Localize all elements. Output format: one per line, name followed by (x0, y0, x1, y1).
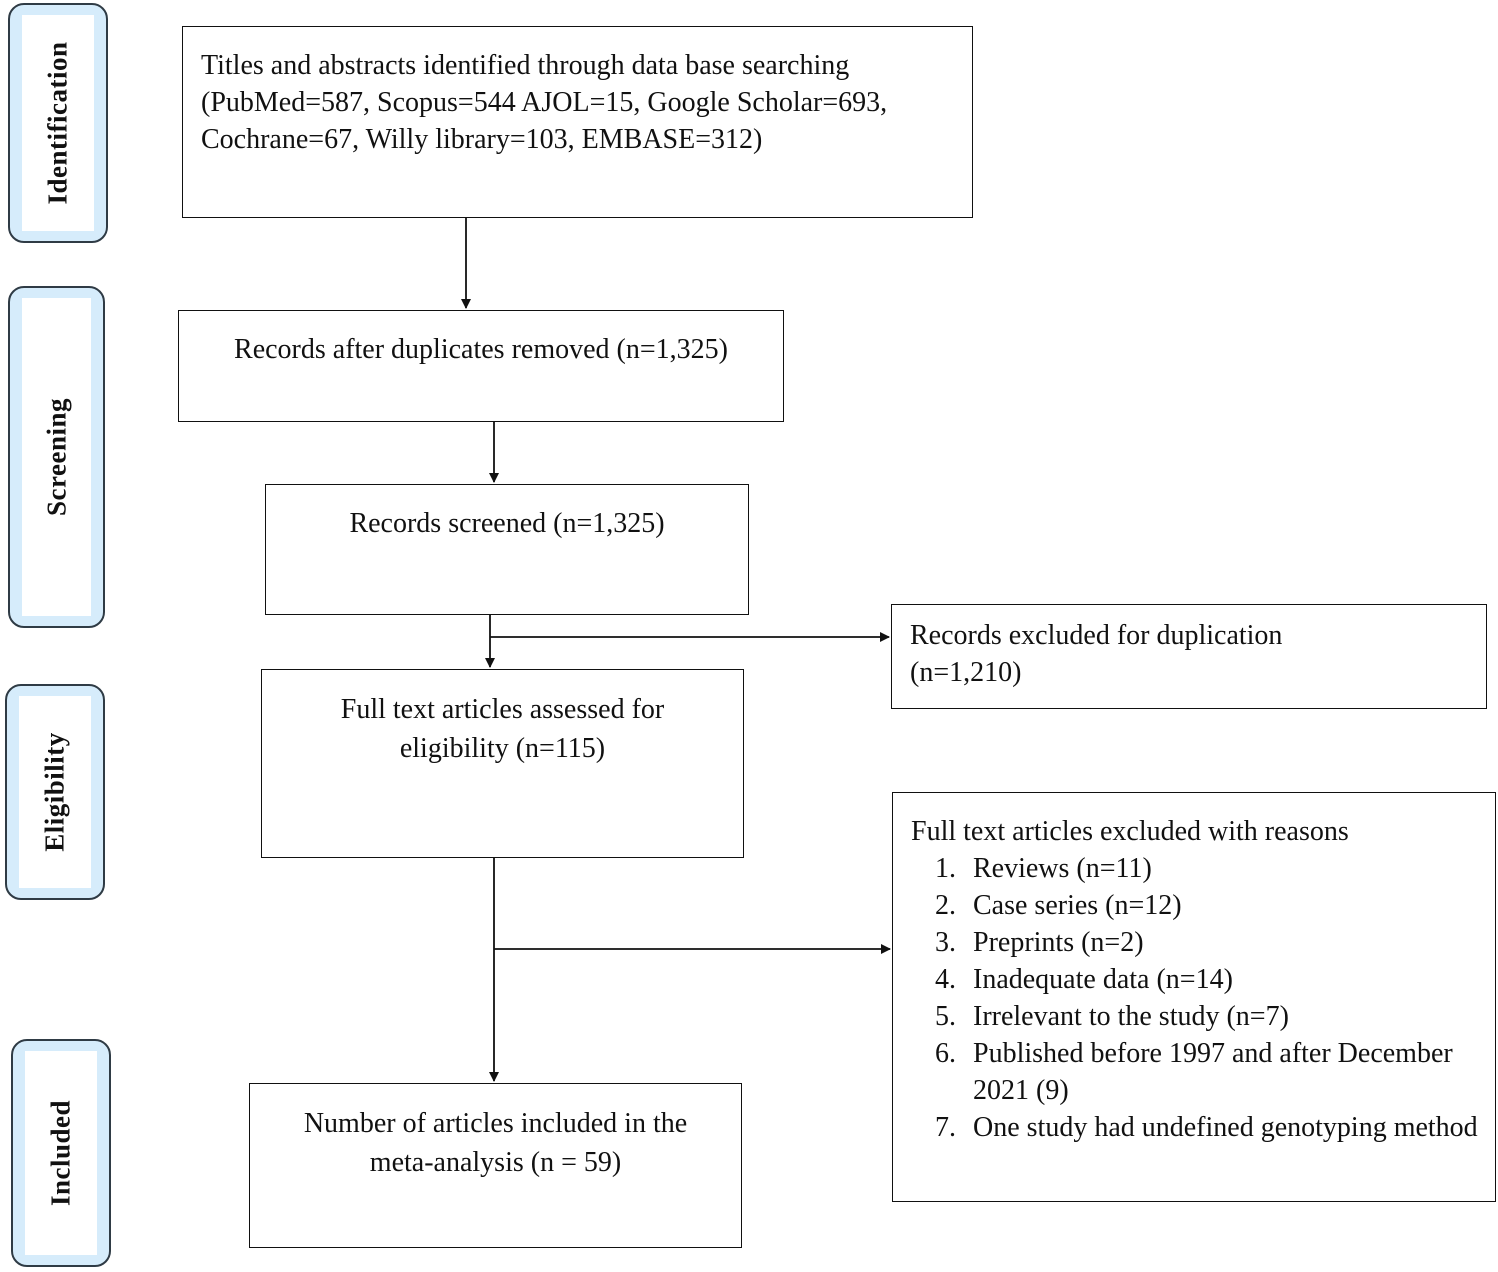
included-text: Number of articles included in the meta-… (303, 1108, 688, 1178)
screened-box: Records screened (n=1,325) (265, 484, 749, 615)
included-box: Number of articles included in the meta-… (249, 1083, 742, 1248)
identified-box: Titles and abstracts identified through … (182, 26, 973, 218)
full-text-assessed-box: Full text articles assessed for eligibil… (261, 669, 744, 858)
duplicates-removed-box: Records after duplicates removed (n=1,32… (178, 310, 784, 422)
stage-identification-label: Identification (42, 41, 73, 205)
excluded-reason-item: Reviews (n=11) (963, 850, 1483, 887)
stage-included-label: Included (45, 1099, 76, 1207)
excluded-reason-item: Preprints (n=2) (963, 924, 1483, 961)
stage-screening: Screening (8, 286, 105, 628)
excluded-reason-item: Published before 1997 and after December… (963, 1035, 1483, 1109)
excluded-duplication-box: Records excluded for duplication (n=1,21… (891, 604, 1487, 709)
full-text-assessed-text: Full text articles assessed for eligibil… (340, 694, 665, 764)
excluded-reasons-list: Reviews (n=11) Case series (n=12) Prepri… (867, 850, 1483, 1146)
identified-text: Titles and abstracts identified through … (201, 50, 888, 155)
excluded-reason-item: Case series (n=12) (963, 887, 1483, 924)
excluded-reasons-title: Full text articles excluded with reasons (911, 816, 1349, 847)
excluded-reason-item: Irrelevant to the study (n=7) (963, 998, 1483, 1035)
stage-screening-label: Screening (41, 398, 71, 516)
stage-eligibility-label: Eligibility (39, 732, 70, 852)
excluded-reason-item: One study had undefined genotyping metho… (963, 1109, 1483, 1146)
excluded-reasons-box: Full text articles excluded with reasons… (892, 792, 1496, 1202)
stage-identification: Identification (8, 3, 108, 243)
screened-text: Records screened (n=1,325) (349, 508, 665, 539)
duplicates-removed-text: Records after duplicates removed (n=1,32… (234, 334, 728, 365)
stage-eligibility: Eligibility (5, 684, 105, 900)
stage-included: Included (11, 1039, 111, 1267)
excluded-reason-item: Inadequate data (n=14) (963, 961, 1483, 998)
excluded-duplication-text: Records excluded for duplication (n=1,21… (910, 620, 1283, 688)
